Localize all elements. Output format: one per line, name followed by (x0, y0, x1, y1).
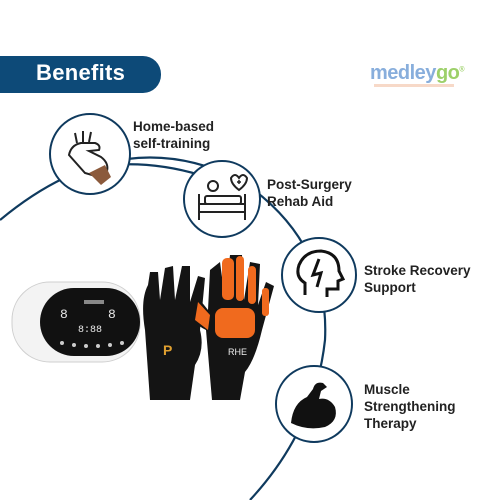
svg-text:8: 8 (108, 307, 116, 322)
benefit-icon-1 (49, 113, 131, 195)
benefit-icon-3 (281, 237, 357, 313)
control-device: 8 8 8:88 (11, 281, 141, 363)
hand-glove-icon (67, 131, 111, 185)
benefits-banner (0, 56, 161, 93)
benefit-label-4: Muscle Strengthening Therapy (364, 382, 456, 431)
benefit-label-3: Stroke Recovery Support (364, 263, 471, 295)
svg-text:P: P (163, 342, 172, 358)
benefit-icon-4 (275, 365, 353, 443)
svg-text:8: 8 (60, 307, 68, 322)
logo-tagline (374, 84, 454, 87)
benefit-label-1: Home-based self-training (133, 119, 215, 151)
black-glove: P (143, 266, 205, 400)
hospital-bed-icon (198, 174, 249, 220)
svg-text:RHE: RHE (228, 347, 247, 357)
orange-glove: RHE (189, 255, 274, 400)
svg-text:8:88: 8:88 (78, 325, 102, 336)
brain-head-icon (296, 249, 346, 297)
flexed-arm-icon (291, 382, 336, 429)
medleygo-logo: medleygo® (370, 62, 465, 84)
banner-title: Benefits (36, 60, 126, 85)
benefit-label-2: Post-Surgery Rehab Aid (267, 177, 352, 209)
benefit-icon-2 (183, 160, 261, 238)
